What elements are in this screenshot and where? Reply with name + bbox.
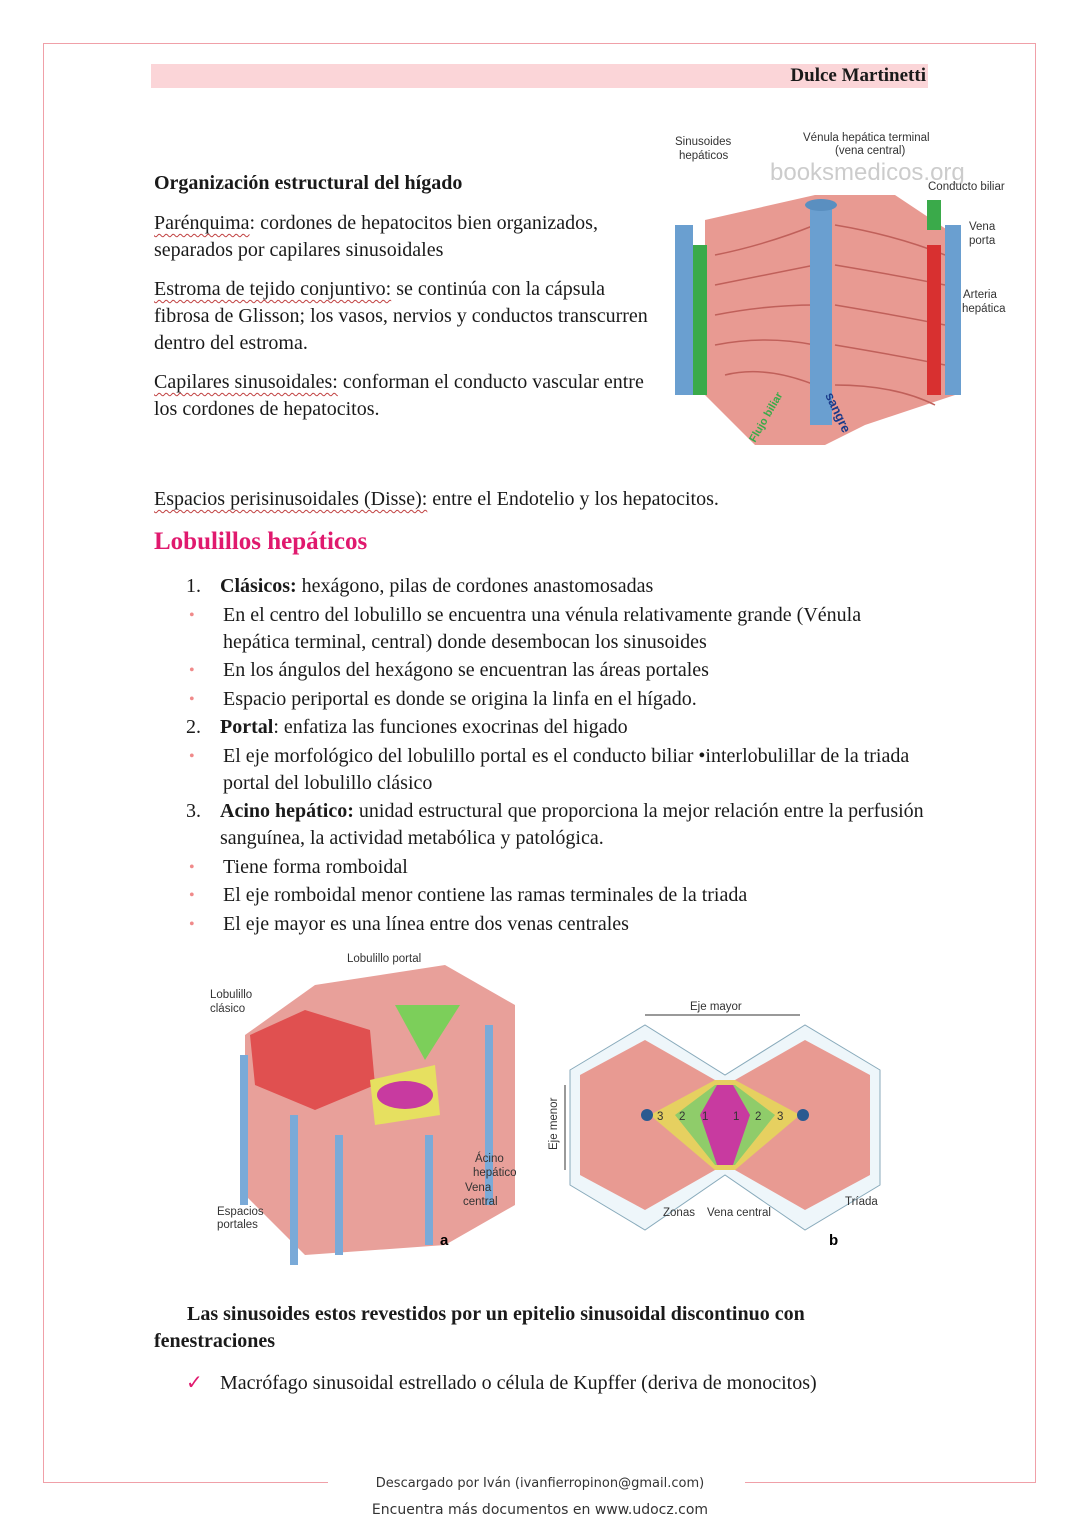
- svg-text:Conducto biliar: Conducto biliar: [928, 181, 1005, 193]
- footer-line: [745, 1482, 1036, 1483]
- list-text: El eje romboidal menor contiene las rama…: [223, 884, 748, 906]
- list-item: 2. Portal: enfatiza las funciones exocrin…: [186, 714, 926, 741]
- svg-text:portales: portales: [217, 1219, 258, 1231]
- list-text: El eje mayor es una línea entre dos vena…: [223, 912, 629, 935]
- list-marker: •: [189, 662, 195, 679]
- list-text: Portal: enfatiza las funciones exocrinas…: [220, 716, 628, 738]
- list-marker: •: [189, 887, 195, 904]
- list-text: En los ángulos del hexágono se encuentra…: [223, 659, 709, 681]
- bile-duct: [693, 245, 707, 395]
- list-text: El eje morfológico del lobulillo portal …: [223, 744, 910, 794]
- lobule-types-figure: Lobulillo portal Lobulillo clásico Ácino…: [210, 953, 881, 1265]
- list-marker: 3.: [186, 800, 201, 822]
- svg-text:1: 1: [733, 1111, 739, 1123]
- figure-b: Eje mayor Eje menor 3 2 1 1 2 3 Zonas Ve…: [548, 1001, 881, 1249]
- svg-text:porta: porta: [969, 235, 996, 247]
- list-item: • El eje morfológico del lobulillo portal…: [186, 743, 926, 797]
- footer-downloaded: Descargado por Iván (ivanfierropinon@gma…: [375, 1476, 705, 1491]
- figure-a: Lobulillo portal Lobulillo clásico Ácino…: [210, 953, 516, 1265]
- check-item: ✓ Macrófago sinusoidal estrellado o célu…: [186, 1372, 817, 1394]
- list-item: • Tiene forma romboidal: [186, 854, 926, 881]
- lobule-list: 1. Clásicos: hexágono, pilas de cordones …: [186, 573, 926, 939]
- list-marker: 2.: [186, 716, 201, 738]
- svg-text:Arteria: Arteria: [963, 289, 997, 301]
- svg-text:Lobulillo: Lobulillo: [210, 989, 252, 1001]
- paragraph-parenquima: Parénquima: cordones de hepatocitos bien…: [154, 212, 598, 261]
- list-text: Acino hepático: unidad estructural que p…: [220, 800, 924, 849]
- list-item: • En el centro del lobulillo se encuentra…: [186, 602, 926, 656]
- svg-text:clásico: clásico: [210, 1003, 245, 1015]
- paragraph-estroma: Estroma de tejido conjuntivo: se continú…: [154, 278, 648, 354]
- list-item: 1. Clásicos: hexágono, pilas de cordones …: [186, 573, 926, 600]
- list-text: Tiene forma romboidal: [223, 855, 408, 878]
- svg-text:hepáticos: hepáticos: [679, 150, 728, 162]
- section-title: Organización estructural del hígado: [154, 172, 463, 194]
- svg-text:Vena: Vena: [969, 221, 996, 233]
- portal-vein: [675, 225, 693, 395]
- svg-text:Vena central: Vena central: [707, 1207, 771, 1219]
- svg-text:hepática: hepática: [962, 303, 1006, 315]
- list-marker: •: [189, 915, 195, 933]
- list-item: • El eje mayor es una línea entre dos ven…: [186, 911, 926, 938]
- svg-text:Zonas: Zonas: [663, 1207, 695, 1219]
- list-marker: •: [189, 606, 195, 624]
- page-border: [43, 43, 1036, 1483]
- hepatic-artery: [927, 245, 941, 395]
- svg-text:Ácino: Ácino: [475, 1152, 504, 1165]
- svg-text:Eje menor: Eje menor: [548, 1097, 560, 1150]
- portal-lobule: [395, 1005, 460, 1060]
- list-item: • En los ángulos del hexágono se encuentr…: [186, 657, 926, 684]
- svg-text:Tríada: Tríada: [845, 1196, 878, 1208]
- central-vein: [810, 205, 832, 425]
- list-marker: •: [189, 858, 195, 876]
- svg-text:Eje mayor: Eje mayor: [690, 1001, 742, 1013]
- svg-text:hepático: hepático: [473, 1167, 516, 1179]
- svg-text:Sinusoides: Sinusoides: [675, 136, 732, 148]
- list-item: • El eje romboidal menor contiene las ram…: [186, 882, 926, 909]
- footer-line: [43, 1482, 328, 1483]
- list-text: Espacio periportal es donde se origina l…: [223, 687, 697, 710]
- svg-text:Espacios: Espacios: [217, 1206, 264, 1218]
- section-structure: Organización estructural del hígado Paré…: [154, 170, 654, 423]
- svg-text:1: 1: [702, 1111, 708, 1123]
- svg-text:booksmedicos.org: booksmedicos.org: [770, 159, 965, 186]
- svg-text:Vena: Vena: [465, 1182, 492, 1194]
- svg-text:3: 3: [777, 1111, 783, 1123]
- svg-text:central: central: [463, 1196, 498, 1208]
- svg-text:a: a: [440, 1232, 449, 1249]
- list-item: 3. Acino hepático: unidad estructural que…: [186, 798, 926, 852]
- section-title-lobulillos: Lobulillos hepáticos: [154, 528, 368, 555]
- svg-text:(vena central): (vena central): [835, 145, 905, 157]
- svg-text:Lobulillo portal: Lobulillo portal: [347, 953, 421, 965]
- sinusoid-heading: Las sinusoides estos revestidos por un e…: [154, 1303, 805, 1352]
- list-text: Clásicos: hexágono, pilas de cordones an…: [220, 575, 654, 597]
- liver-lobule-figure: Sinusoides hepáticos Vénula hepática ter…: [675, 132, 1006, 445]
- header-author: Dulce Martinetti: [151, 64, 928, 88]
- svg-text:2: 2: [679, 1111, 685, 1123]
- list-text: En el centro del lobulillo se encuentra …: [223, 603, 862, 653]
- paragraph-disse: Espacios perisinusoidales (Disse): entre…: [154, 488, 719, 510]
- list-marker: •: [189, 690, 195, 708]
- svg-text:3: 3: [657, 1111, 663, 1123]
- footer-more-link[interactable]: Encuentra más documentos en www.udocz.co…: [371, 1502, 709, 1518]
- svg-text:Vénula hepática terminal: Vénula hepática terminal: [803, 132, 930, 144]
- classic-lobule: [250, 1010, 375, 1110]
- svg-text:b: b: [829, 1232, 838, 1249]
- svg-text:2: 2: [755, 1111, 761, 1123]
- list-marker: 1.: [186, 575, 201, 597]
- paragraph-capilares: Capilares sinusoidales: conforman el con…: [154, 371, 644, 420]
- list-marker: •: [189, 747, 195, 765]
- list-item: • Espacio periportal es donde se origina …: [186, 686, 926, 713]
